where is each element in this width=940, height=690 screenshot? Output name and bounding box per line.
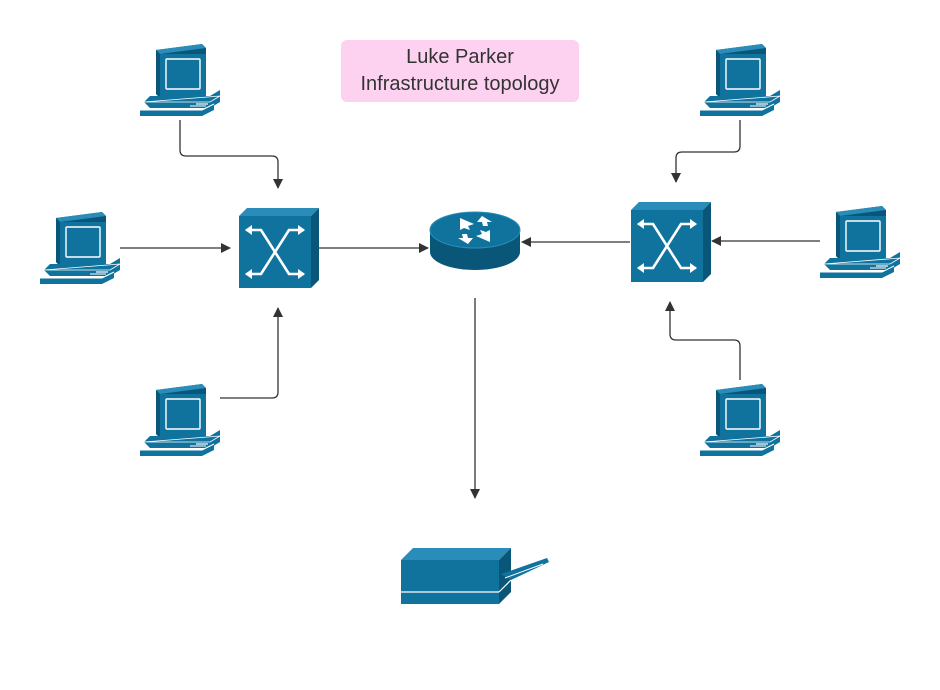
title-name: Luke Parker <box>406 46 514 68</box>
edge-pc-left-bottom-to-switch-left <box>220 307 283 399</box>
router-icon[interactable] <box>429 211 521 271</box>
computer-icon[interactable] <box>39 211 121 285</box>
computer-icon[interactable] <box>139 383 221 457</box>
edge-pc-right-top-to-switch-right <box>671 120 741 183</box>
printer-icon[interactable] <box>400 547 550 605</box>
computer-icon[interactable] <box>699 383 781 457</box>
title-box: Luke Parker Infrastructure topology <box>341 40 579 102</box>
computer-icon[interactable] <box>139 43 221 117</box>
computer-icon[interactable] <box>699 43 781 117</box>
switch-icon[interactable] <box>237 206 321 290</box>
connection-lines <box>120 120 820 499</box>
edge-pc-right-bottom-to-switch-right <box>665 301 741 380</box>
computer-icon[interactable] <box>819 205 901 279</box>
edge-pc-left-top-to-switch-left <box>179 120 283 189</box>
switch-icon[interactable] <box>629 200 713 284</box>
title-subtitle: Infrastructure topology <box>360 73 560 95</box>
